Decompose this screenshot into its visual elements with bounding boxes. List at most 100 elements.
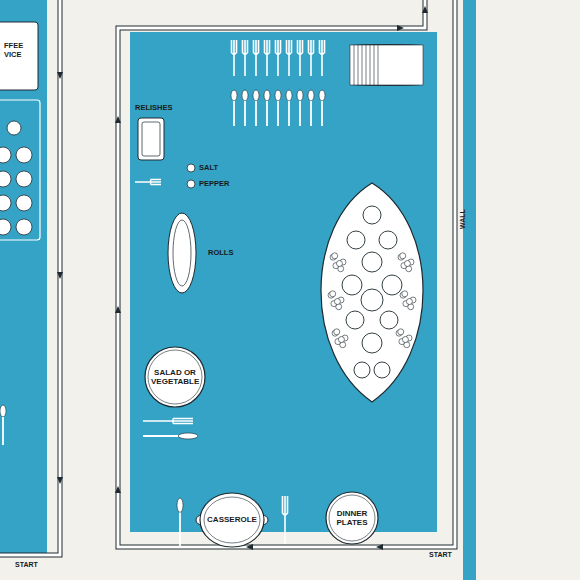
grape: [330, 291, 336, 297]
fork: [135, 180, 161, 185]
shaker: [187, 180, 195, 188]
spoon-handle: [255, 101, 257, 126]
wall-label: WALL: [459, 209, 467, 229]
spoon: [286, 90, 292, 101]
flow-arrow: [57, 72, 63, 79]
cup: [0, 195, 11, 211]
fork: [143, 419, 193, 424]
spoon-handle: [310, 101, 312, 126]
cup: [0, 219, 11, 235]
traffic-path: [0, 0, 455, 555]
casserole-dish: CASSEROLE: [196, 492, 268, 548]
coffee-label: FFEE VICE: [3, 42, 37, 59]
fruit: [380, 311, 398, 329]
fruit: [346, 311, 364, 329]
item-label: RELISHES: [135, 104, 173, 113]
grape: [336, 261, 342, 267]
coffee-tray: [0, 22, 38, 90]
path-outline: [118, 0, 455, 547]
grape: [398, 329, 404, 335]
napkin: [378, 45, 423, 85]
item-label: ROLLS: [208, 249, 233, 258]
relish-tray-rim: [142, 122, 160, 156]
fork: [287, 40, 292, 76]
plate-circle: SALAD OR VEGETABLE: [144, 346, 206, 408]
spoon: [231, 90, 237, 101]
spoon-handle: [2, 417, 4, 445]
spoon-handle: [299, 101, 301, 126]
fork: [265, 40, 270, 76]
spoon: [253, 90, 259, 101]
fork: [276, 40, 281, 76]
cup: [16, 219, 32, 235]
fork: [320, 40, 325, 76]
fruit: [379, 231, 397, 249]
flow-arrow: [57, 477, 63, 484]
item-label: DINNER PLATES: [332, 509, 372, 527]
table-items: [0, 22, 423, 546]
cup-tray: [0, 100, 40, 240]
spoon-handle: [179, 512, 181, 546]
start-label: START: [14, 561, 39, 569]
rolls-tray-rim: [173, 220, 191, 286]
flow-arrow: [376, 544, 383, 550]
cup: [0, 147, 11, 163]
buffet-table: [130, 32, 437, 532]
spoon: [242, 90, 248, 101]
rolls-tray: [168, 213, 196, 293]
item-label: PEPPER: [199, 180, 229, 189]
spoon-handle: [288, 101, 290, 126]
fruit: [362, 333, 382, 353]
path-line: [118, 0, 455, 547]
grape: [400, 253, 406, 259]
spoon: [308, 90, 314, 101]
relish-tray: [138, 118, 164, 160]
shaker: [187, 164, 195, 172]
flow-arrow: [422, 6, 428, 13]
start-label: START: [428, 551, 453, 559]
item-label: SALAD OR VEGETABLE: [151, 368, 199, 386]
spoon-handle: [244, 101, 246, 126]
flow-arrow: [115, 116, 121, 123]
cup: [0, 171, 11, 187]
grape: [406, 299, 412, 305]
spoon: [178, 433, 198, 439]
fruit: [347, 231, 365, 249]
spoon-handle: [143, 435, 179, 437]
grape: [334, 329, 340, 335]
wall-strip: [463, 0, 476, 580]
flow-arrow: [115, 486, 121, 493]
flow-arrow: [397, 25, 404, 31]
spoon: [264, 90, 270, 101]
spoon-handle: [277, 101, 279, 126]
fruit: [363, 206, 381, 224]
flow-arrow: [246, 544, 253, 550]
fork: [243, 40, 248, 76]
grape: [334, 299, 340, 305]
fruit: [361, 289, 383, 311]
grape: [404, 261, 410, 267]
spoon: [319, 90, 325, 101]
fork: [232, 40, 237, 76]
fruit: [374, 362, 390, 378]
spoon: [0, 405, 6, 417]
cup: [7, 121, 21, 135]
grape: [402, 337, 408, 343]
grape: [338, 337, 344, 343]
fork: [298, 40, 303, 76]
fruit: [362, 252, 382, 272]
spoon-handle: [266, 101, 268, 126]
spoon: [177, 498, 183, 512]
cup: [16, 147, 32, 163]
grape: [332, 253, 338, 259]
flow-arrow: [57, 272, 63, 279]
plate-circle: DINNER PLATES: [325, 491, 379, 545]
fruit: [382, 275, 402, 295]
fruit: [342, 275, 362, 295]
spoon-handle: [233, 101, 235, 126]
item-label: CASSEROLE: [207, 515, 257, 524]
fork: [283, 496, 288, 544]
fork: [254, 40, 259, 76]
